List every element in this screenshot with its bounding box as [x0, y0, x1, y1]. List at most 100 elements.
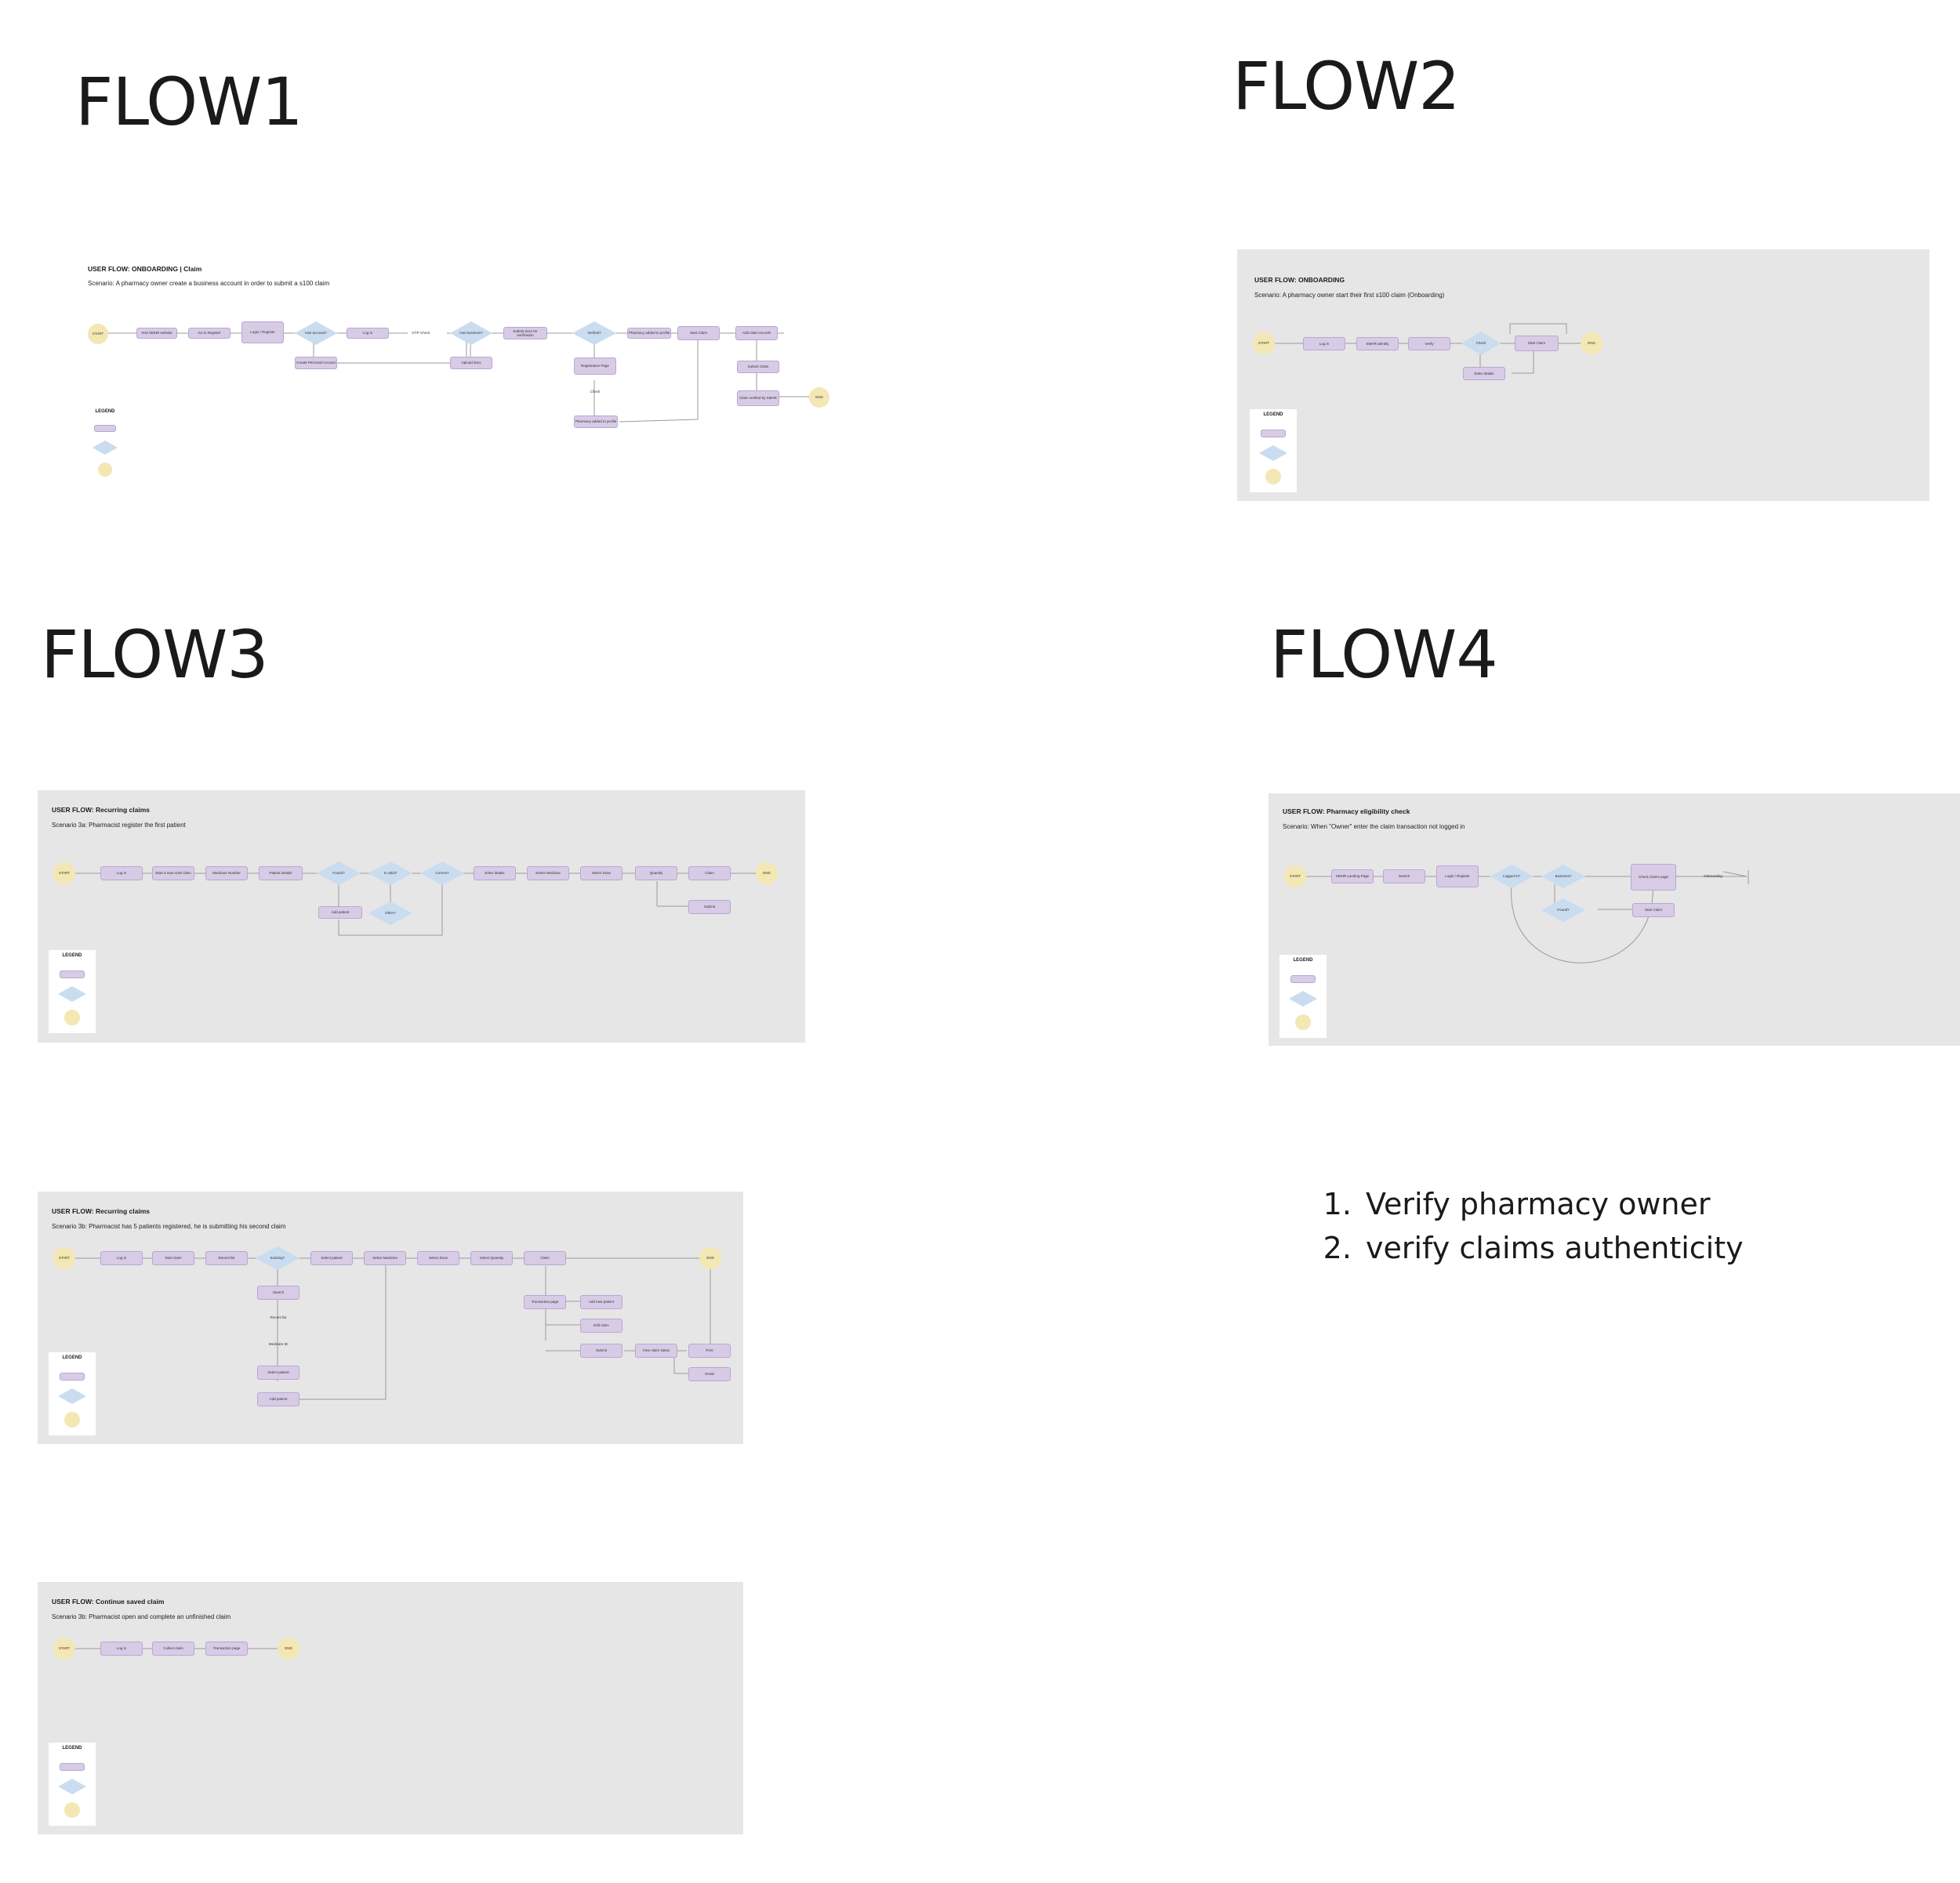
board-scenario: Scenario 3a: Pharmacist register the fir…	[52, 822, 186, 829]
legend: LEGEND	[1250, 409, 1297, 492]
flow2-heading: FLOW2	[1232, 48, 1461, 125]
legend-title: LEGEND	[95, 409, 115, 414]
board-onboarding-claim: USER FLOW: ONBOARDING | Claim Scenario: …	[78, 259, 839, 494]
process-node: Search	[1383, 869, 1425, 883]
process-node: Claim verified by SMHR	[737, 390, 779, 406]
note-item: Verify pharmacy owner	[1361, 1182, 1744, 1226]
notes-list: Verify pharmacy owner verify claims auth…	[1333, 1182, 1744, 1270]
legend-title: LEGEND	[1293, 958, 1313, 963]
legend: LEGEND	[49, 950, 96, 1033]
process-node: Enter details	[1463, 367, 1505, 380]
process-node: Start a new s100 claim	[152, 866, 194, 880]
legend: LEGEND	[49, 1743, 96, 1826]
process-node: Email	[688, 1367, 731, 1381]
legend: LEGEND	[88, 408, 122, 486]
legend-process	[60, 1763, 85, 1771]
process-node: Select patient	[310, 1251, 353, 1265]
end-node: END	[1581, 332, 1602, 354]
legend-decision	[1289, 991, 1317, 1007]
process-node: Start Claim	[677, 326, 720, 340]
process-node: Select Medicine	[364, 1251, 406, 1265]
board-continue-saved: USER FLOW: Continue saved claim Scenario…	[38, 1582, 743, 1834]
legend-title: LEGEND	[62, 1355, 82, 1360]
process-node: View claim status	[635, 1344, 677, 1358]
legend-process	[60, 1373, 85, 1381]
text-node: OTP Check	[412, 331, 430, 336]
board-title: USER FLOW: Recurring claims	[52, 1207, 151, 1215]
board-scenario: Scenario 3b: Pharmacist has 5 patients r…	[52, 1223, 286, 1230]
legend-decision	[58, 1388, 86, 1404]
process-node: Collect claim	[152, 1642, 194, 1656]
legend-process	[1290, 975, 1316, 983]
board-title: USER FLOW: Continue saved claim	[52, 1598, 165, 1605]
end-node: END	[756, 862, 778, 884]
connectors	[99, 332, 811, 423]
note-item: verify claims authenticity	[1361, 1226, 1744, 1270]
board-title: USER FLOW: ONBOARDING	[1254, 276, 1345, 284]
process-node: Medicare Number	[205, 866, 248, 880]
legend-terminal	[64, 1010, 80, 1025]
flow3-heading: FLOW3	[41, 616, 269, 693]
process-node: Log in	[100, 1251, 143, 1265]
board-scenario: Scenario: A pharmacy owner start their f…	[1254, 292, 1445, 299]
process-node: Start Claim	[1632, 903, 1675, 917]
process-node: Submit Claim	[737, 361, 779, 373]
process-node: Check claims page	[1631, 864, 1676, 891]
legend: LEGEND	[49, 1352, 96, 1435]
legend-terminal	[98, 463, 112, 477]
legend-terminal	[64, 1802, 80, 1818]
text-node: Medicare ID	[268, 1342, 289, 1347]
process-node: Select Dose	[580, 866, 622, 880]
process-node: Start claim	[152, 1251, 194, 1265]
start-node: START	[53, 1638, 75, 1660]
process-node: Claim	[524, 1251, 566, 1265]
flow4-heading: FLOW4	[1270, 616, 1498, 693]
legend-terminal	[1265, 469, 1281, 484]
legend-title: LEGEND	[62, 1746, 82, 1751]
text-node: Check	[590, 390, 601, 394]
process-node: Select Medicine	[527, 866, 569, 880]
end-node: END	[278, 1638, 299, 1660]
process-node: Pharmacy added to profile	[627, 328, 671, 339]
process-node: Quantity	[635, 866, 677, 880]
start-node: START	[53, 862, 75, 884]
board-recurring-3b: USER FLOW: Recurring claims Scenario 3b:…	[38, 1192, 743, 1444]
process-node: Search	[257, 1286, 299, 1300]
legend: LEGEND	[1279, 955, 1327, 1038]
board-scenario: Scenario: A pharmacy owner create a busi…	[88, 280, 330, 287]
board-title: USER FLOW: Pharmacy eligibility check	[1283, 807, 1410, 815]
legend-decision	[1259, 445, 1287, 461]
process-node: Create Personal Account	[295, 357, 337, 369]
process-node: Edit claim	[580, 1319, 622, 1333]
process-node: Transaction page	[524, 1295, 566, 1309]
process-node: Login / Register	[241, 321, 284, 343]
process-node: Verify	[1408, 337, 1450, 350]
board-eligibility: USER FLOW: Pharmacy eligibility check Sc…	[1269, 793, 1960, 1046]
connectors	[1297, 870, 1749, 963]
board-title: USER FLOW: ONBOARDING | Claim	[88, 265, 202, 273]
board-onboarding: USER FLOW: ONBOARDING Scenario: A pharma…	[1237, 249, 1929, 501]
process-node: SMHR Identity	[1356, 337, 1399, 350]
process-node: Submit docs for verification	[503, 327, 547, 339]
process-node: Claim	[688, 866, 731, 880]
process-node: Transaction page	[205, 1642, 248, 1656]
board-title: USER FLOW: Recurring claims	[52, 806, 151, 814]
legend-decision	[58, 1779, 86, 1794]
process-node: Add patient	[318, 906, 362, 919]
legend-terminal	[64, 1412, 80, 1428]
legend-process	[60, 971, 85, 978]
process-node: Add claim records	[735, 326, 778, 340]
legend-terminal	[1295, 1014, 1311, 1030]
process-node: Enter details	[474, 866, 516, 880]
start-node: START	[53, 1247, 75, 1269]
process-node: Select patient	[257, 1366, 299, 1380]
process-node: Print	[688, 1344, 731, 1358]
legend-process	[94, 425, 116, 432]
end-node: END	[699, 1247, 721, 1269]
process-node: Select Quantity	[470, 1251, 513, 1265]
board-recurring-3a: USER FLOW: Recurring claims Scenario 3a:…	[38, 790, 805, 1043]
legend-title: LEGEND	[62, 953, 82, 958]
process-node: Log in	[100, 866, 143, 880]
process-node: Go to Register	[188, 328, 230, 339]
